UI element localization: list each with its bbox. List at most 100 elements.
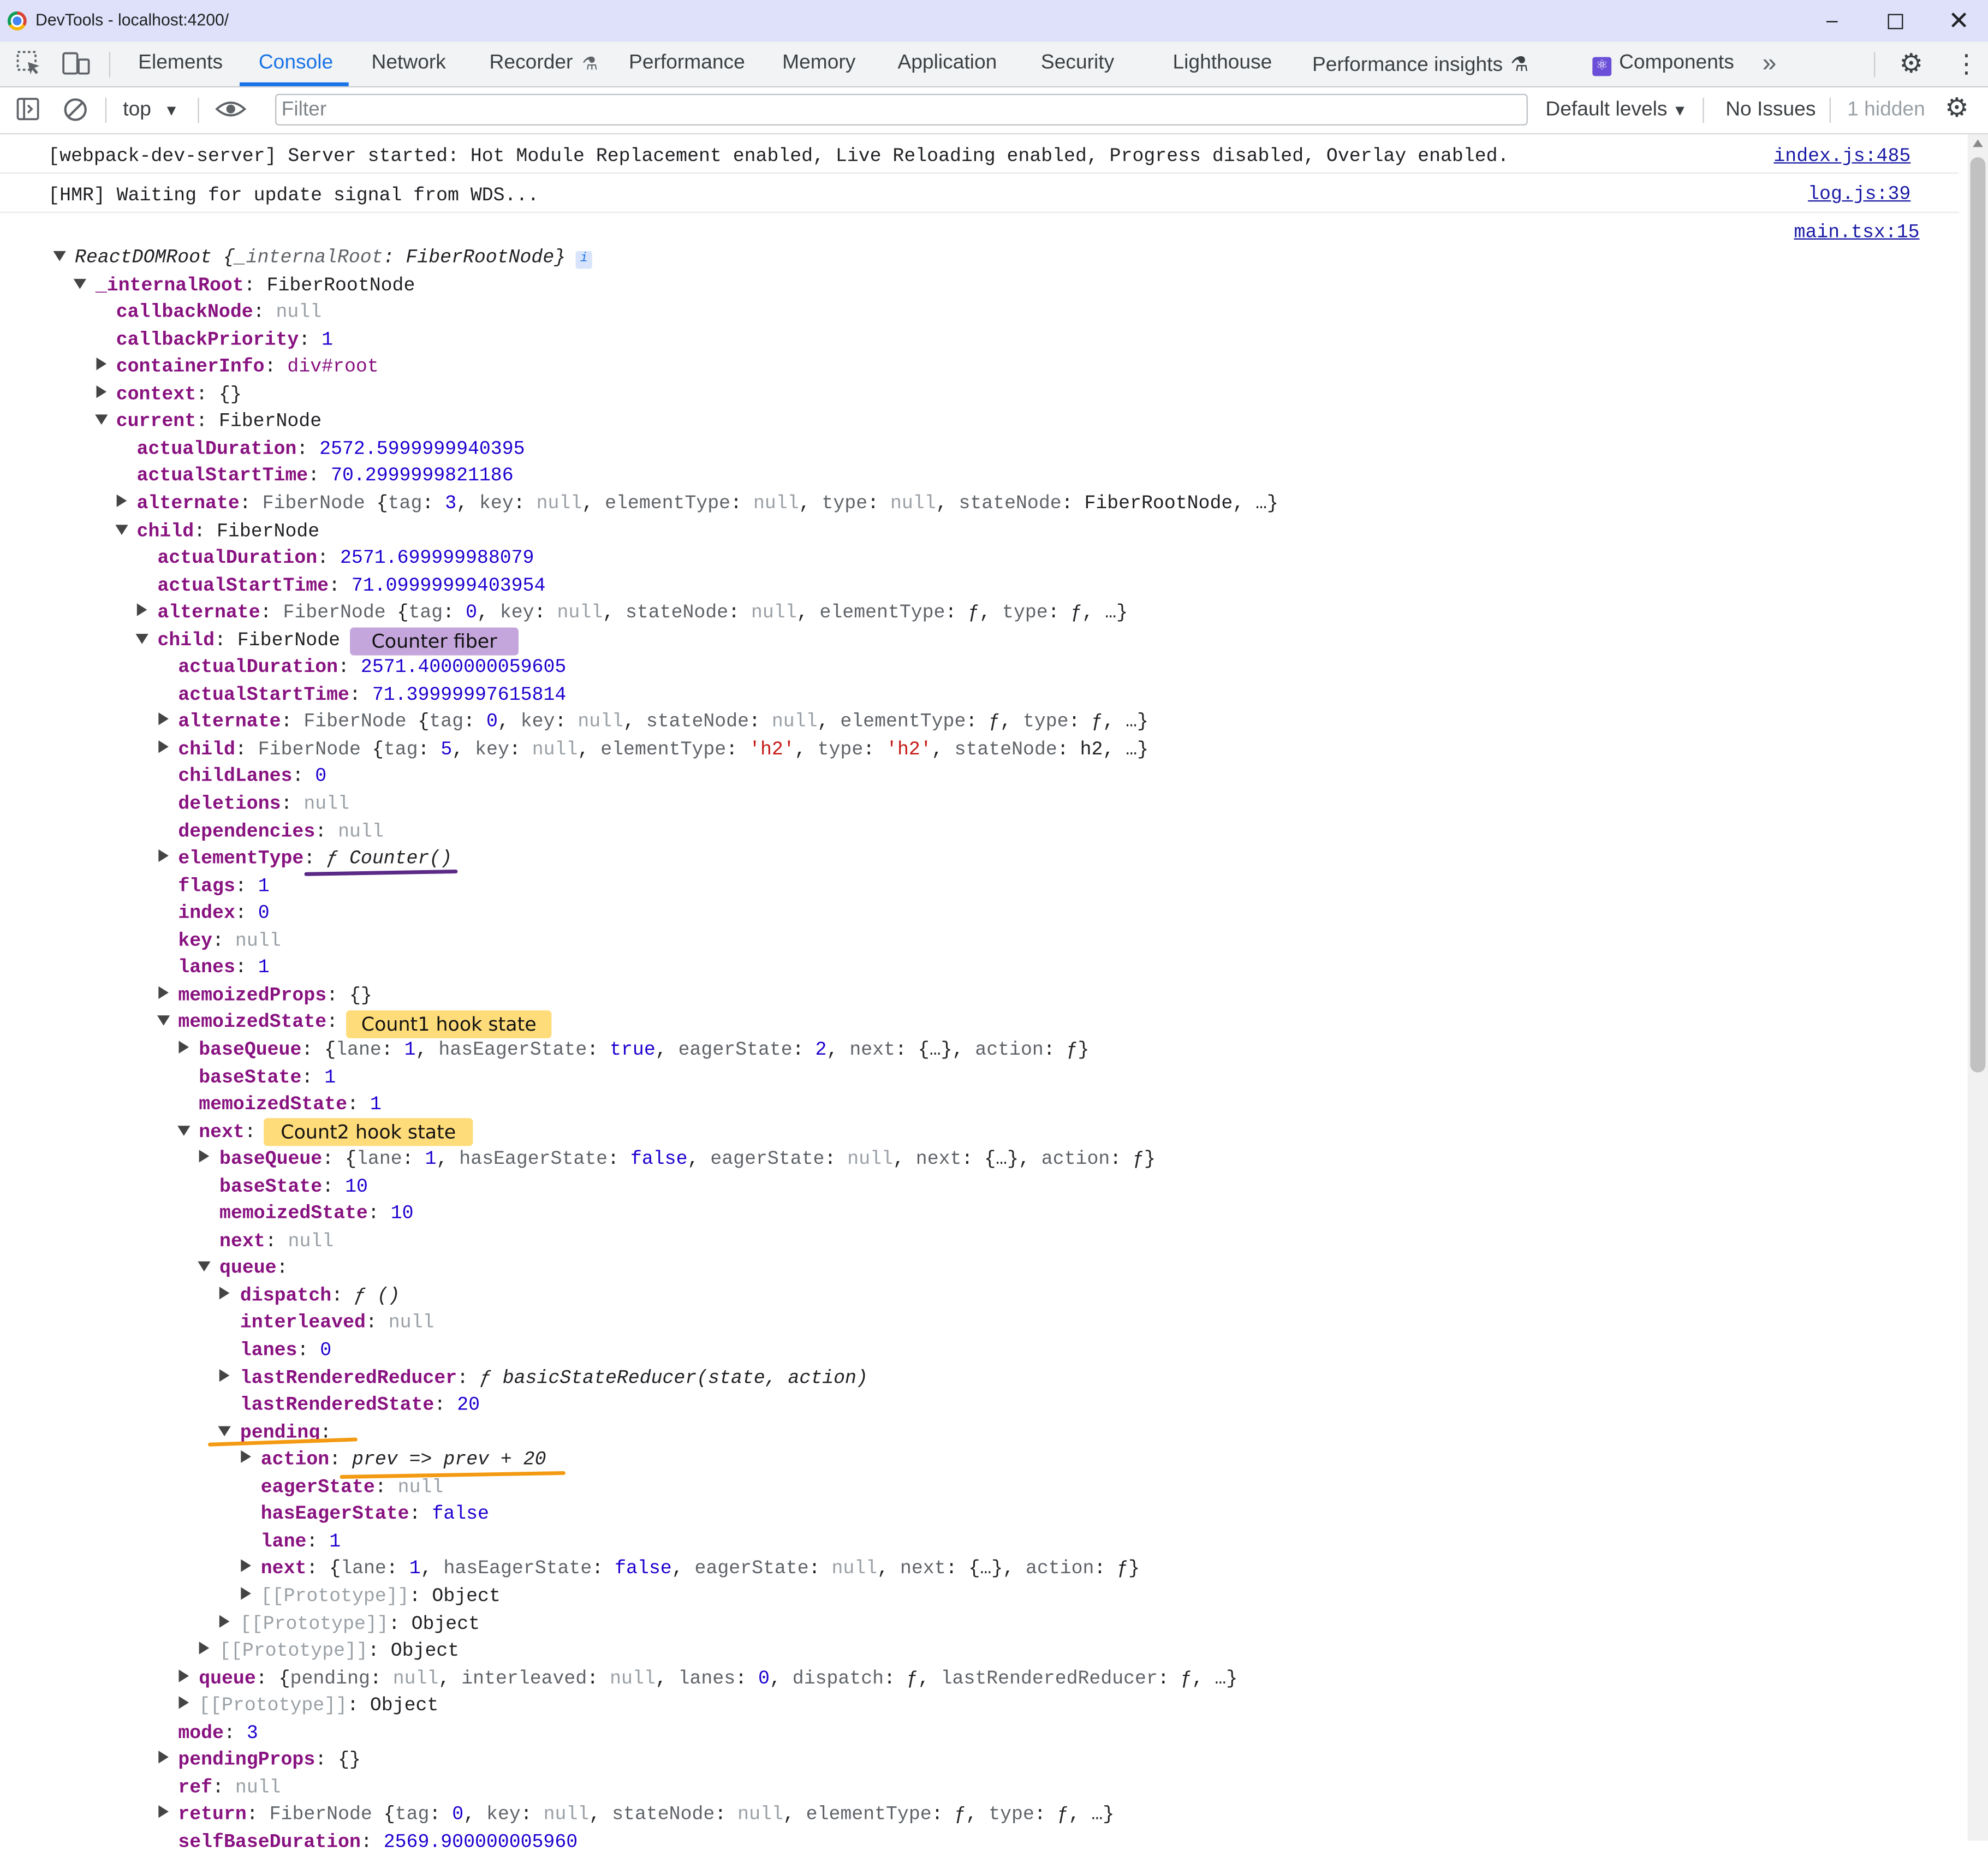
scrollbar[interactable] xyxy=(1967,134,1988,1841)
tree-row[interactable]: [[Prototype]]: Object xyxy=(177,1693,438,1720)
log-levels-dropdown[interactable]: Default levels▼ xyxy=(1545,99,1687,122)
expand-triangle-icon[interactable] xyxy=(158,986,168,999)
property-value: {} xyxy=(349,985,372,1007)
property-value: FiberRootNode xyxy=(266,274,415,296)
tree-row[interactable]: current: FiberNode xyxy=(94,408,322,435)
expand-triangle-icon[interactable] xyxy=(116,494,127,507)
expand-triangle-icon[interactable] xyxy=(240,1587,251,1600)
scroll-up-arrow-icon[interactable] xyxy=(1973,139,1983,147)
tree-row[interactable]: _internalRoot: FiberRootNode xyxy=(74,272,415,299)
property-value: 'h2' xyxy=(749,739,795,761)
tab-components[interactable]: ⚛Components xyxy=(1592,52,1734,76)
tree-row[interactable]: baseQueue: {lane: 1, hasEagerState: fals… xyxy=(198,1146,1156,1173)
expand-triangle-icon[interactable] xyxy=(178,1669,189,1682)
source-link[interactable]: index.js:485 xyxy=(1773,146,1911,168)
expand-triangle-icon[interactable] xyxy=(199,1150,210,1163)
tab-lighthouse[interactable]: Lighthouse xyxy=(1172,52,1272,74)
tab-network[interactable]: Network xyxy=(371,52,446,74)
tab-memory[interactable]: Memory xyxy=(782,52,856,74)
more-tabs-icon[interactable]: » xyxy=(1762,49,1777,78)
tree-row[interactable]: ReactDOMRoot {_internalRoot: FiberRootNo… xyxy=(53,245,592,271)
tree-row[interactable]: alternate: FiberNode {tag: 0, key: null,… xyxy=(136,600,1128,627)
source-link[interactable]: main.tsx:15 xyxy=(1794,222,1920,243)
expand-triangle-icon[interactable] xyxy=(158,1751,168,1764)
property-value: Object xyxy=(411,1613,480,1635)
tree-row[interactable]: [[Prototype]]: Object xyxy=(239,1583,501,1610)
collapse-triangle-icon[interactable] xyxy=(156,1016,170,1026)
tree-row[interactable]: memoizedProps: {} xyxy=(157,982,372,1009)
expand-triangle-icon[interactable] xyxy=(219,1614,230,1627)
tree-row[interactable]: child: FiberNode xyxy=(135,627,340,654)
tree-row[interactable]: pendingProps: {} xyxy=(157,1747,361,1774)
scroll-thumb[interactable] xyxy=(1970,157,1986,1073)
tab-security[interactable]: Security xyxy=(1040,52,1115,74)
tab-console[interactable]: Console xyxy=(258,52,334,74)
settings-gear-icon[interactable]: ⚙ xyxy=(1899,49,1924,79)
tree-row[interactable]: lastRenderedReducer: ƒ basicStateReducer… xyxy=(218,1365,868,1391)
collapse-triangle-icon[interactable] xyxy=(115,524,128,534)
tree-row[interactable]: child: FiberNode xyxy=(115,518,319,545)
tab-performance[interactable]: Performance xyxy=(629,52,745,74)
collapse-triangle-icon[interactable] xyxy=(53,251,66,261)
tree-row[interactable]: [[Prototype]]: Object xyxy=(218,1610,480,1637)
tree-row[interactable]: next: {lane: 1, hasEagerState: false, ea… xyxy=(239,1556,1140,1583)
tree-row[interactable]: elementType: ƒ Counter() xyxy=(157,846,452,872)
device-toolbar-icon[interactable] xyxy=(61,50,91,84)
info-icon[interactable]: i xyxy=(575,251,592,269)
clear-console-icon[interactable] xyxy=(62,96,89,129)
tree-row[interactable]: child: FiberNode {tag: 5, key: null, ele… xyxy=(157,736,1148,763)
close-icon[interactable]: ✕ xyxy=(1948,7,1970,36)
expand-triangle-icon[interactable] xyxy=(158,712,168,726)
tab-performance-insights[interactable]: Performance insights⚗ xyxy=(1312,52,1528,77)
tree-row[interactable]: alternate: FiberNode {tag: 3, key: null,… xyxy=(115,491,1278,517)
issues-button[interactable]: No Issues xyxy=(1725,99,1816,121)
tree-row[interactable]: next: xyxy=(177,1119,267,1146)
expand-triangle-icon[interactable] xyxy=(137,603,147,616)
expand-triangle-icon[interactable] xyxy=(158,740,168,753)
expand-triangle-icon[interactable] xyxy=(219,1369,230,1382)
tree-row[interactable]: queue: xyxy=(198,1256,300,1282)
expand-triangle-icon[interactable] xyxy=(178,1040,189,1054)
tree-row[interactable]: action: prev => prev + 20 xyxy=(239,1447,546,1473)
live-expression-eye-icon[interactable] xyxy=(215,95,247,129)
collapse-triangle-icon[interactable] xyxy=(94,415,108,425)
more-options-icon[interactable]: ⋮ xyxy=(1954,50,1979,79)
tree-row[interactable]: queue: {pending: null, interleaved: null… xyxy=(177,1665,1238,1692)
collapse-triangle-icon[interactable] xyxy=(218,1425,231,1436)
tree-row[interactable]: baseQueue: {lane: 1, hasEagerState: true… xyxy=(177,1037,1090,1063)
sidebar-toggle-icon[interactable] xyxy=(15,96,40,128)
maximize-icon[interactable] xyxy=(1877,5,1915,37)
console-settings-gear-icon[interactable]: ⚙ xyxy=(1945,93,1969,123)
expand-triangle-icon[interactable] xyxy=(240,1560,251,1573)
collapse-triangle-icon[interactable] xyxy=(74,278,87,289)
tree-row: next: null xyxy=(219,1228,334,1255)
tree-row[interactable]: memoizedState: xyxy=(156,1009,349,1036)
collapse-triangle-icon[interactable] xyxy=(198,1262,211,1272)
minimize-icon[interactable]: – xyxy=(1826,9,1838,31)
tab-application[interactable]: Application xyxy=(897,52,997,74)
context-selector[interactable]: top▼ xyxy=(123,99,179,122)
filter-input[interactable] xyxy=(276,95,1502,124)
tree-row[interactable]: dispatch: ƒ () xyxy=(218,1283,400,1310)
expand-triangle-icon[interactable] xyxy=(96,358,106,371)
tree-row[interactable]: context: {} xyxy=(94,381,242,408)
tab-elements[interactable]: Elements xyxy=(138,52,223,74)
tab-recorder[interactable]: Recorder xyxy=(489,52,573,74)
expand-triangle-icon[interactable] xyxy=(240,1450,251,1464)
collapse-triangle-icon[interactable] xyxy=(135,633,149,644)
expand-triangle-icon[interactable] xyxy=(199,1641,210,1655)
expand-triangle-icon[interactable] xyxy=(158,1805,168,1818)
collapse-triangle-icon[interactable] xyxy=(177,1125,190,1135)
tree-row[interactable]: return: FiberNode {tag: 0, key: null, st… xyxy=(157,1802,1114,1829)
tree-row[interactable]: alternate: FiberNode {tag: 0, key: null,… xyxy=(157,709,1148,736)
expand-triangle-icon[interactable] xyxy=(219,1286,230,1300)
tree-row: actualDuration: 2571.4000000059605 xyxy=(178,655,566,681)
expand-triangle-icon[interactable] xyxy=(178,1696,189,1709)
source-link[interactable]: log.js:39 xyxy=(1808,183,1911,206)
inspect-element-icon[interactable] xyxy=(15,50,43,84)
tree-row: baseState: 1 xyxy=(199,1064,336,1091)
tree-row[interactable]: containerInfo: div#root xyxy=(94,354,379,380)
tree-row[interactable]: [[Prototype]]: Object xyxy=(198,1638,459,1665)
expand-triangle-icon[interactable] xyxy=(96,385,106,398)
expand-triangle-icon[interactable] xyxy=(158,849,168,862)
